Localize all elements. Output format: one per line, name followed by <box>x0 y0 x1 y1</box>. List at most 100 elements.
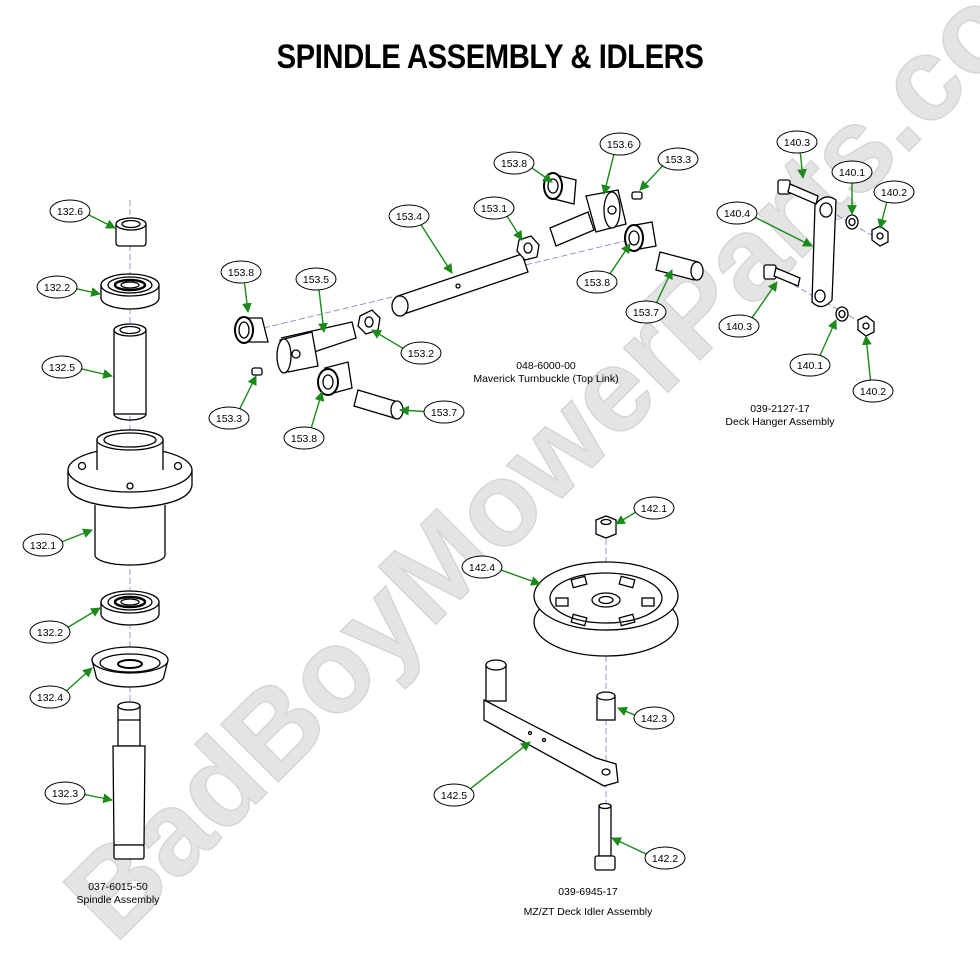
callout-label: 153.4 <box>396 211 422 223</box>
callout-leader <box>500 569 541 586</box>
callout-bubble <box>718 314 760 338</box>
callout-132-2: 132.2 <box>36 275 101 299</box>
page-title: SPINDLE ASSEMBLY & IDLERS <box>276 38 704 76</box>
spindle-assembly-drawing <box>67 200 193 860</box>
callout-bubble <box>493 151 535 175</box>
callout-leader <box>639 165 664 191</box>
callout-153-8: 153.8 <box>493 151 553 183</box>
callout-153-5: 153.5 <box>295 267 337 333</box>
part-132-3-shaft <box>112 701 146 860</box>
part-153-8-bushing-b <box>317 361 353 396</box>
callout-label: 132.5 <box>49 362 75 374</box>
turnbuckle-name: Maverick Turnbuckle (Top Link) <box>473 373 618 385</box>
callout-142-3: 142.3 <box>617 706 675 730</box>
callout-leader <box>310 391 325 428</box>
deck-idler-part-number: 039-6945-17 <box>558 886 618 898</box>
part-132-2-bearing-lower <box>100 590 160 626</box>
callout-bubble <box>400 341 442 365</box>
deck-idler-name: MZ/ZT Deck Idler Assembly <box>524 906 653 918</box>
part-140-4-plate <box>811 196 837 308</box>
callout-bubble <box>295 267 337 291</box>
callout-label: 153.3 <box>665 154 691 166</box>
part-153-7-tube-b <box>655 251 704 281</box>
callout-leader <box>601 154 615 195</box>
callout-leader <box>371 329 404 349</box>
turnbuckle-drawing <box>234 172 704 420</box>
callout-label: 140.1 <box>839 167 865 179</box>
callout-leader <box>420 224 453 274</box>
callout-label: 132.3 <box>52 788 78 800</box>
callout-label: 140.2 <box>860 386 886 398</box>
callout-bubble <box>388 204 430 228</box>
callout-bubble <box>29 685 71 709</box>
part-153-3-fitting-b <box>631 191 643 200</box>
callout-leader <box>65 667 93 692</box>
callout-153-8: 153.8 <box>283 391 325 450</box>
part-153-8-bushing-c <box>543 172 577 205</box>
callout-label: 153.5 <box>303 274 329 286</box>
callout-label: 132.1 <box>30 540 56 552</box>
callout-label: 153.1 <box>481 203 507 215</box>
deck-hanger-name: Deck Hanger Assembly <box>725 416 835 428</box>
callout-label: 153.8 <box>584 277 610 289</box>
part-132-5-spacer <box>113 323 147 421</box>
callout-label: 153.8 <box>291 433 317 445</box>
part-153-7-tube-a <box>353 389 404 420</box>
callout-leader <box>76 287 101 297</box>
callout-leader <box>239 375 257 410</box>
part-140-2-nut-a <box>871 225 889 247</box>
callout-bubble <box>633 496 675 520</box>
callout-bubble <box>657 147 699 171</box>
callout-label: 142.3 <box>641 713 667 725</box>
callout-leader <box>67 607 101 628</box>
part-153-1-nut <box>516 235 540 261</box>
callout-bubble <box>716 201 758 225</box>
callout-132-1: 132.1 <box>22 528 93 557</box>
callout-bubble <box>423 400 465 424</box>
spindle-part-number: 037-6015-50 <box>88 881 148 893</box>
callout-leader <box>609 243 631 275</box>
callout-label: 153.6 <box>607 139 633 151</box>
callout-132-6: 132.6 <box>49 199 116 229</box>
callout-bubble <box>625 300 667 324</box>
callout-bubble <box>41 355 83 379</box>
callout-label: 153.3 <box>216 413 242 425</box>
callout-label: 142.1 <box>641 503 667 515</box>
callout-140-3: 140.3 <box>718 281 778 338</box>
part-140-3-bolt-a <box>777 179 819 205</box>
callout-bubble <box>633 706 675 730</box>
callout-label: 140.4 <box>724 208 750 220</box>
callout-bubble <box>49 199 91 223</box>
callout-label: 153.7 <box>431 407 457 419</box>
callout-bubble <box>789 353 831 377</box>
callout-bubble <box>283 426 325 450</box>
callout-leader <box>84 793 113 804</box>
part-142-3-spacer <box>596 691 616 721</box>
callout-label: 153.8 <box>501 158 527 170</box>
part-132-1-housing <box>67 429 193 566</box>
callout-leader <box>611 837 647 855</box>
part-153-4-rod <box>391 253 529 317</box>
callout-label: 153.7 <box>633 307 659 319</box>
callout-140-2: 140.2 <box>852 335 894 403</box>
callout-label: 140.3 <box>726 321 752 333</box>
part-140-1-washer-b <box>835 306 849 322</box>
callout-bubble <box>852 379 894 403</box>
callout-140-1: 140.1 <box>831 160 873 215</box>
callout-leader <box>819 319 837 356</box>
callout-153-8: 153.8 <box>576 243 631 294</box>
callout-bubble <box>36 275 78 299</box>
callout-bubble <box>473 196 515 220</box>
part-140-2-nut-b <box>857 315 875 337</box>
callout-140-2: 140.2 <box>873 180 915 229</box>
part-132-4-cap <box>91 646 169 688</box>
callout-142-2: 142.2 <box>611 837 686 870</box>
part-153-2-nut <box>357 309 381 335</box>
callout-142-1: 142.1 <box>615 496 675 525</box>
part-140-1-washer-a <box>845 214 859 230</box>
spindle-name: Spindle Assembly <box>77 894 161 906</box>
callout-leader <box>469 741 531 790</box>
callout-153-7: 153.7 <box>399 400 465 424</box>
callout-leader <box>242 282 252 313</box>
callout-bubble <box>461 555 503 579</box>
